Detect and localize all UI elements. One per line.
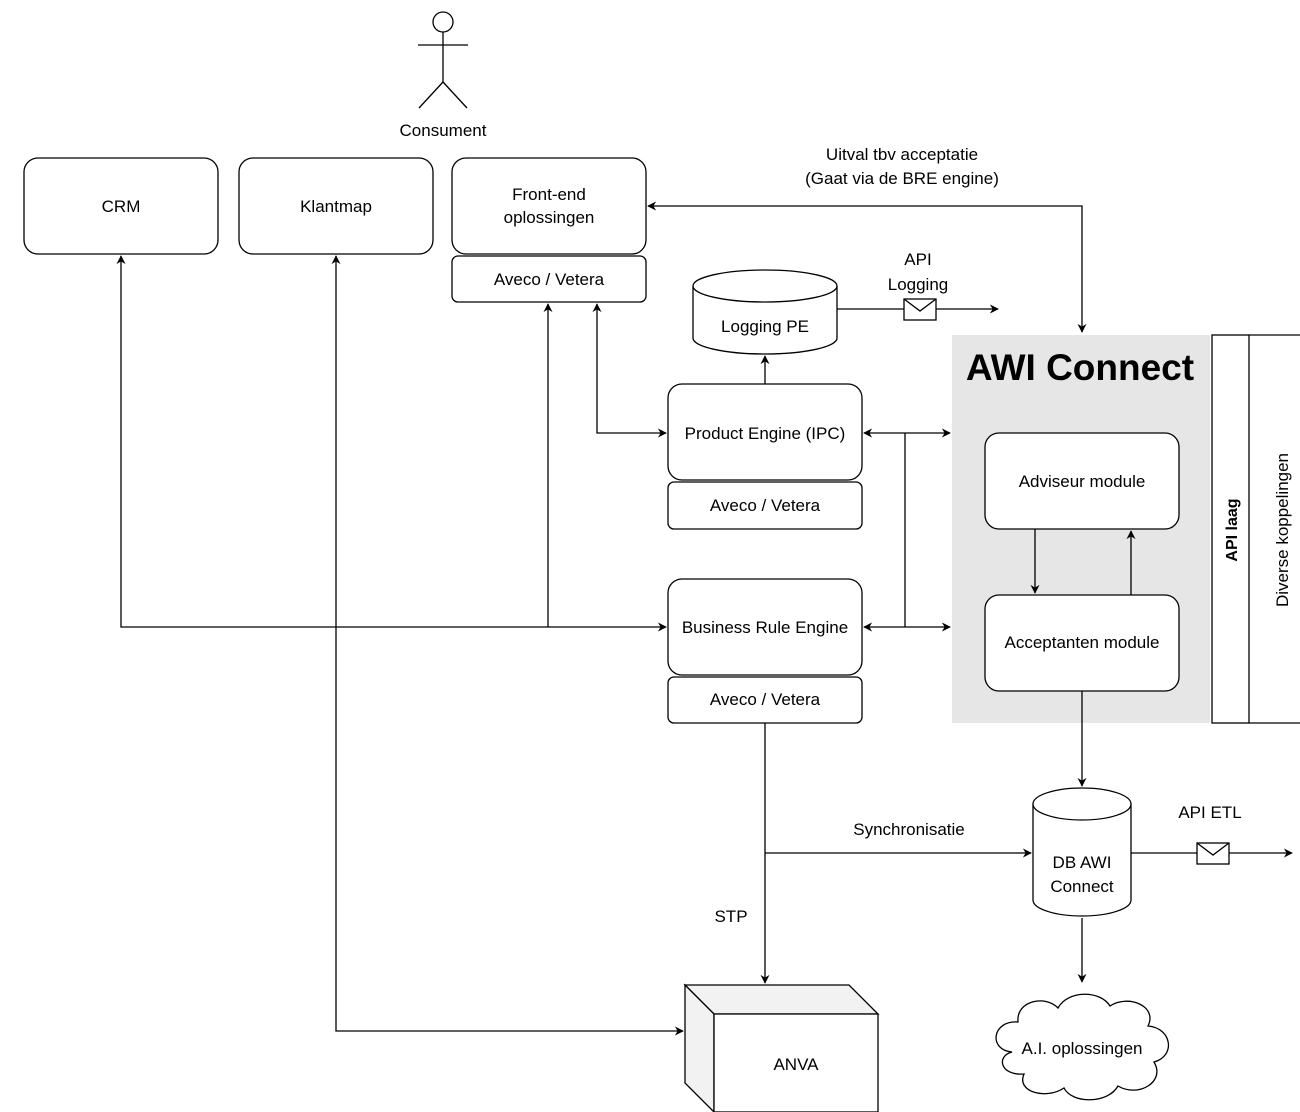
ai-cloud-shape [995, 993, 1170, 1101]
edge-frontend-product-engine [592, 303, 667, 438]
acceptanten-module-label: Acceptanten module [1005, 633, 1160, 652]
crm-label: CRM [102, 197, 141, 216]
api-layer-label: API laag [1224, 498, 1241, 561]
edge-crm-bre [116, 255, 667, 632]
anva-label: ANVA [773, 1055, 819, 1074]
adviseur-module-label: Adviseur module [1019, 472, 1146, 491]
adviseur-module-box [984, 432, 1180, 530]
edge-uitval-frontend [647, 201, 1087, 333]
ai-cloud-label: A.I. oplossingen [1022, 1039, 1143, 1058]
edge-klantmap-anva [331, 255, 684, 1036]
frontend-aveco-label: Aveco / Vetera [494, 270, 605, 289]
bre-aveco-label: Aveco / Vetera [710, 690, 821, 709]
uitval-label-line1: Uitval tbv acceptatie [826, 145, 978, 164]
consumer-actor-icon [418, 11, 468, 109]
awi-connect-title: AWI Connect [966, 347, 1194, 388]
uitval-label-line2: (Gaat via de BRE engine) [805, 169, 999, 188]
frontend-box [451, 157, 647, 255]
api-etl-label: API ETL [1178, 803, 1241, 822]
frontend-label-line1: Front-end [512, 185, 586, 204]
stp-label: STP [714, 907, 747, 926]
envelope-icon [903, 298, 937, 321]
db-awi-label-line1: DB AWI [1053, 853, 1112, 872]
db-awi-connect-database [1032, 787, 1132, 917]
db-awi-label-line2: Connect [1050, 877, 1114, 896]
klantmap-label: Klantmap [300, 197, 372, 216]
api-logging-label-line1: API [904, 250, 931, 269]
logging-pe-label: Logging PE [721, 317, 809, 336]
frontend-label-line2: oplossingen [504, 208, 595, 227]
bre-label: Business Rule Engine [682, 618, 848, 637]
klantmap-box [238, 157, 434, 255]
api-layer-strip [1211, 334, 1250, 724]
consumer-label: Consument [400, 121, 487, 140]
product-engine-aveco-label: Aveco / Vetera [710, 496, 821, 515]
diverse-koppelingen-label: Diverse koppelingen [1273, 453, 1292, 607]
crm-box [23, 157, 219, 255]
logging-pe-database [692, 269, 838, 355]
product-engine-label: Product Engine (IPC) [685, 424, 846, 443]
anva-3d-box [683, 983, 880, 1112]
envelope-icon [1196, 842, 1230, 865]
api-logging-label-line2: Logging [888, 275, 949, 294]
synchronisatie-label: Synchronisatie [853, 820, 965, 839]
